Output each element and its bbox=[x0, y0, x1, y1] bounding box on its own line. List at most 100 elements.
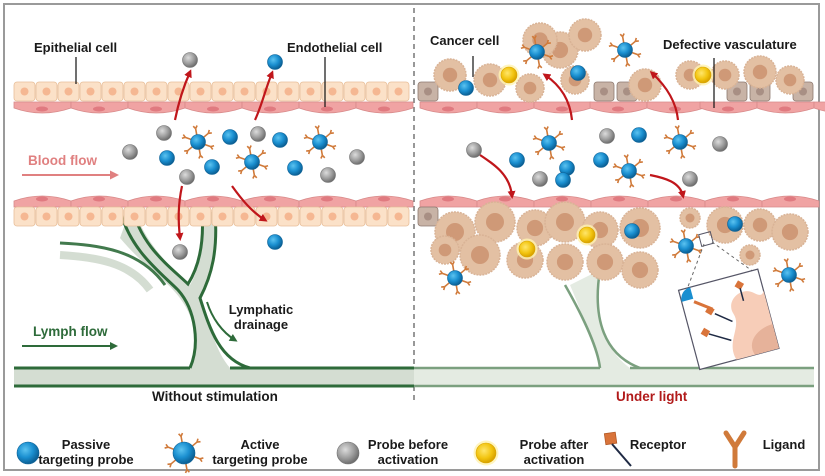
legend-passive-line2: targeting probe bbox=[38, 452, 134, 467]
ligand-arm bbox=[549, 56, 553, 60]
epithelial-nucleus bbox=[328, 87, 337, 96]
ligand-stem bbox=[778, 279, 784, 285]
ligand-stem bbox=[621, 36, 625, 43]
cancer-nucleus bbox=[438, 243, 452, 257]
active-targeting-probe bbox=[181, 125, 215, 159]
ligand-arm bbox=[561, 147, 565, 151]
ligand-stem bbox=[625, 157, 629, 164]
active-targeting-probe bbox=[608, 33, 642, 67]
ligand-stem bbox=[239, 156, 246, 161]
ligand-stem bbox=[680, 149, 684, 156]
active-targeting-probe bbox=[772, 258, 806, 292]
ligand-arm bbox=[692, 146, 696, 150]
cancer-nucleus bbox=[556, 213, 574, 231]
probe-before-activation bbox=[349, 149, 365, 165]
ligand-arm bbox=[320, 154, 324, 159]
ligand-shape bbox=[723, 430, 747, 469]
epithelial-nucleus bbox=[350, 87, 359, 96]
ligand-stem bbox=[185, 463, 188, 470]
passive-probe bbox=[624, 223, 640, 239]
ligand-arm bbox=[182, 134, 186, 138]
ligand-arm bbox=[439, 270, 443, 274]
endothelial-nucleus bbox=[442, 106, 454, 112]
passive-probe bbox=[204, 159, 220, 175]
ligand-stem bbox=[204, 143, 211, 148]
epithelial-nucleus bbox=[350, 212, 359, 221]
ligand-arm bbox=[332, 146, 336, 150]
ligand-arm bbox=[236, 154, 240, 158]
right-extravasation-arrow-1 bbox=[542, 73, 574, 121]
ligand-arm bbox=[549, 155, 553, 160]
probe-after-activation bbox=[694, 66, 712, 84]
endothelial-nucleus bbox=[779, 106, 791, 112]
ligand-stem bbox=[785, 261, 789, 268]
ligand-arm bbox=[625, 154, 629, 159]
ligand-stem bbox=[461, 279, 468, 284]
epithelial-nucleus bbox=[20, 212, 29, 221]
ligand-stem bbox=[629, 178, 633, 185]
ligand-stem bbox=[686, 253, 690, 260]
endothelial-nucleus bbox=[556, 196, 568, 202]
ligand-arm bbox=[698, 250, 702, 254]
ligand-stem bbox=[682, 232, 686, 239]
ligand-stem bbox=[675, 250, 681, 256]
ligand-stem bbox=[326, 143, 333, 148]
active-targeting-probe bbox=[669, 229, 703, 263]
ligand-arm bbox=[789, 287, 793, 292]
legend-probe-before-line1: Probe before bbox=[367, 437, 449, 452]
passive-probe bbox=[458, 80, 474, 96]
passive-probe bbox=[272, 132, 288, 148]
ligand-stem bbox=[191, 441, 198, 447]
active-probe-core bbox=[529, 44, 545, 60]
ligand-stem bbox=[187, 146, 193, 152]
right-arrow-down-2 bbox=[649, 173, 686, 199]
ligand-stem bbox=[669, 146, 675, 152]
endothelial-nucleus bbox=[321, 106, 333, 112]
passive-probe bbox=[593, 152, 609, 168]
label-blood-flow: Blood flow bbox=[28, 153, 97, 168]
passive-probe bbox=[555, 172, 571, 188]
ligand-stem bbox=[631, 51, 638, 56]
ligand-arm bbox=[637, 54, 641, 58]
legend-passive-line1: Passive bbox=[61, 437, 111, 452]
cancer-nucleus bbox=[783, 73, 797, 87]
caption-without-stimulation: Without stimulation bbox=[152, 389, 278, 404]
ligand-stem bbox=[789, 282, 793, 289]
ligand-stem bbox=[194, 128, 198, 135]
endothelial-nucleus bbox=[722, 106, 734, 112]
endothelial-nucleus bbox=[784, 196, 796, 202]
ligand-arm bbox=[670, 238, 674, 242]
lymphatic-vessel-right bbox=[414, 269, 814, 388]
cancer-nucleus bbox=[526, 219, 544, 237]
epithelial-nucleus bbox=[218, 212, 227, 221]
left-extravasation-arrow-1 bbox=[173, 69, 192, 121]
ligand-stem bbox=[307, 136, 314, 141]
active-probe-icon bbox=[164, 432, 204, 474]
ligand-stem bbox=[180, 436, 183, 443]
passive-probe bbox=[222, 129, 238, 145]
epithelial-nucleus bbox=[64, 87, 73, 96]
active-probe-core bbox=[172, 441, 196, 465]
legend-ligand-label: Ligand bbox=[762, 437, 806, 452]
ligand-stem bbox=[542, 42, 548, 48]
defective-epithelial-nucleus bbox=[756, 87, 764, 96]
probe-before-activation-icon bbox=[336, 441, 360, 465]
legend-item-active: Active targeting probe bbox=[210, 437, 310, 467]
ligand-stem bbox=[555, 144, 562, 149]
ligand-stem bbox=[185, 136, 192, 141]
ligand-stem bbox=[460, 268, 466, 274]
epithelial-nucleus bbox=[284, 212, 293, 221]
ligand-stem bbox=[198, 149, 202, 156]
legend-probe-before-line2: activation bbox=[377, 452, 439, 467]
endothelial-nucleus bbox=[727, 196, 739, 202]
epithelial-nucleus bbox=[108, 87, 117, 96]
ligand-stem bbox=[634, 161, 640, 167]
ligand-stem bbox=[630, 40, 636, 46]
epithelial-nucleus bbox=[372, 212, 381, 221]
ligand-arm bbox=[625, 62, 629, 67]
ligand-stem bbox=[545, 129, 549, 136]
defective-epithelial-nucleus bbox=[424, 212, 432, 221]
endothelial-nucleus bbox=[150, 106, 162, 112]
passive-probe bbox=[727, 216, 743, 232]
ligand-stem bbox=[795, 276, 802, 281]
